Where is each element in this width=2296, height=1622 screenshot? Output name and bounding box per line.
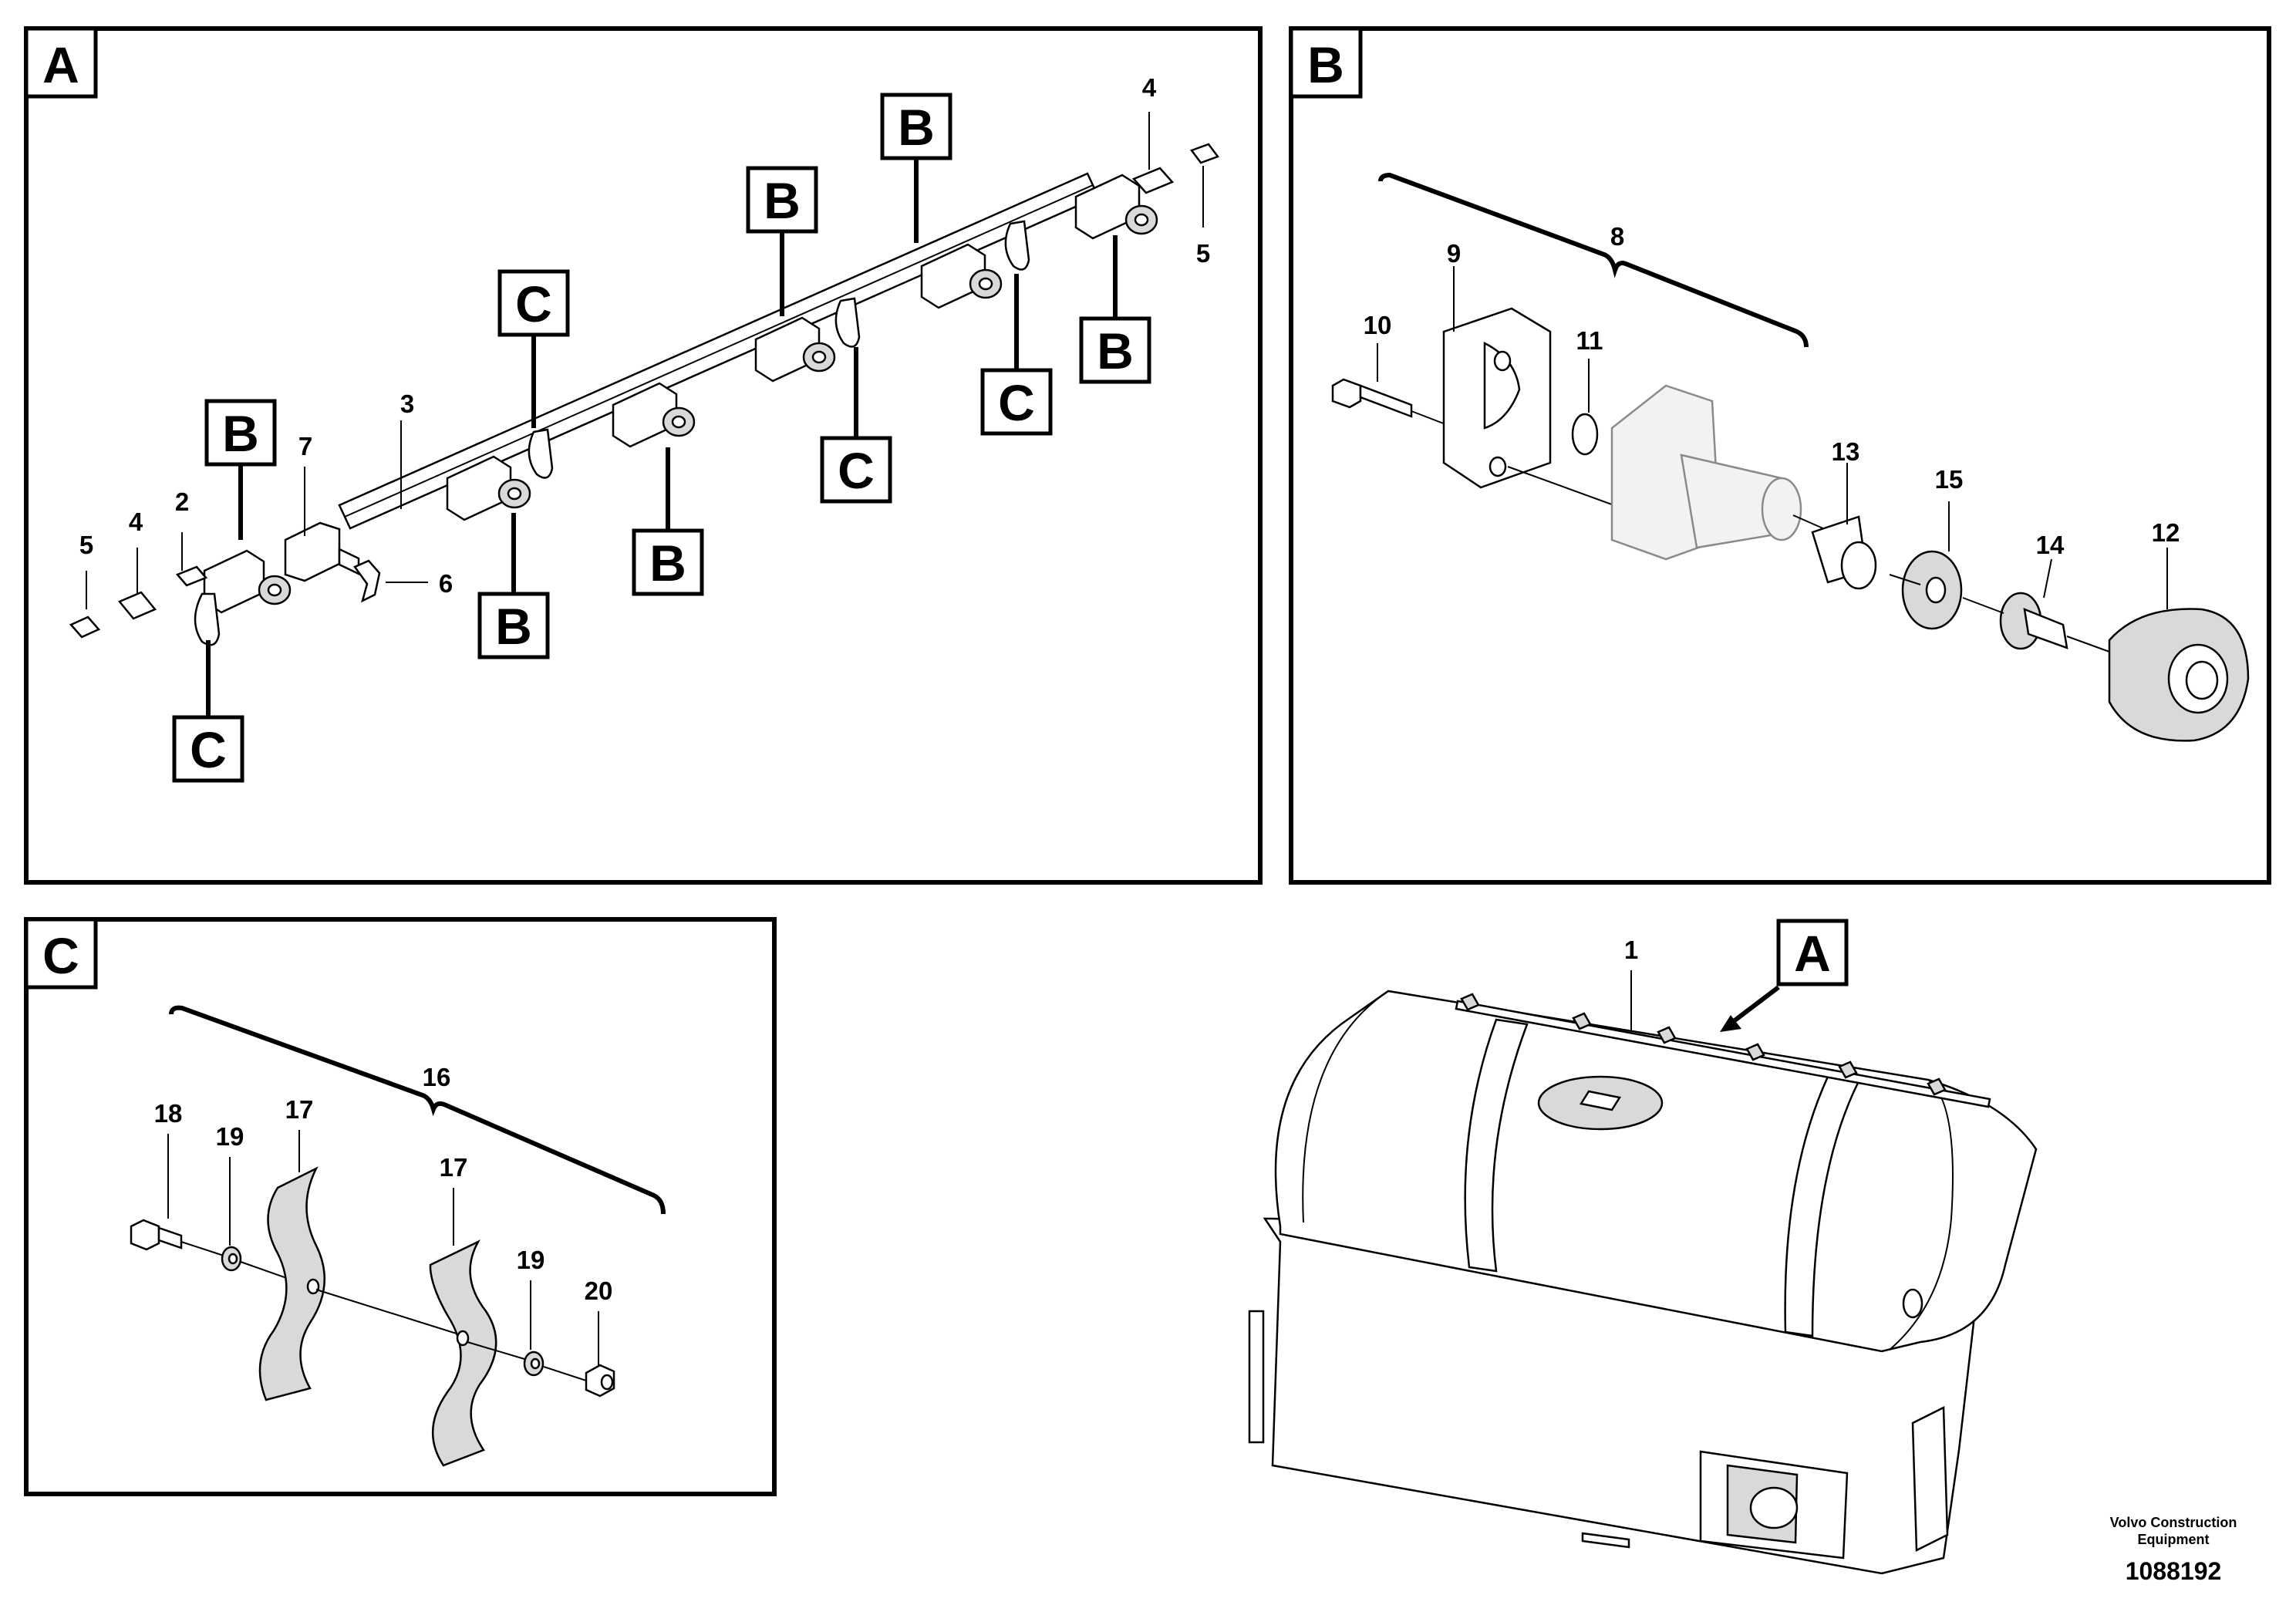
callout-19: 19 (517, 1246, 545, 1274)
publisher-credit: Volvo Construction Equipment (2110, 1515, 2237, 1547)
nozzle-tip (1999, 592, 2068, 650)
bracket-8 (1378, 172, 1809, 348)
ref-tag-b: B (746, 166, 818, 316)
panel-b: B (1289, 26, 2271, 885)
ref-tag-b: B (880, 93, 952, 243)
callout-9: 9 (1447, 239, 1461, 268)
callout-7: 7 (298, 432, 312, 460)
callout-13: 13 (1832, 437, 1860, 466)
panel-a-label: A (42, 36, 79, 93)
ref-tag-c: C (172, 640, 244, 783)
callout-10: 10 (1364, 311, 1392, 339)
callout-5: 5 (1196, 239, 1210, 268)
callout-18: 18 (154, 1099, 183, 1128)
sleeve-right (1131, 167, 1175, 194)
callout-14: 14 (2036, 531, 2065, 559)
ref-tag-c: C (980, 274, 1053, 436)
cap-nut (2108, 608, 2250, 742)
svg-text:C: C (515, 275, 552, 332)
end-cap-left (69, 615, 101, 639)
washer (221, 1246, 242, 1272)
panel-c-label: C (42, 927, 79, 984)
spray-bar-on-machine (1455, 993, 1991, 1108)
o-ring (1571, 413, 1599, 456)
end-cap-right (1189, 143, 1220, 164)
deflector-plate (429, 1239, 497, 1467)
callout-19: 19 (216, 1122, 244, 1151)
ref-tag-b: B (477, 513, 550, 659)
svg-text:B: B (649, 534, 686, 592)
pipe-clamp (834, 297, 861, 348)
machine-overview: 1 A (1248, 919, 2038, 1575)
callout-2: 2 (175, 487, 189, 516)
elbow-fitting (353, 559, 381, 603)
pump-access-opening (1699, 1450, 1849, 1560)
callout-8: 8 (1610, 222, 1624, 251)
ref-tag-c: C (820, 347, 892, 504)
svg-text:C: C (190, 721, 227, 778)
callout-15: 15 (1935, 465, 1964, 494)
nozzle-body-reference (1610, 384, 1802, 561)
svg-text:C: C (998, 374, 1035, 431)
callout-11: 11 (1576, 326, 1603, 355)
nozzle-block (920, 243, 1003, 309)
ref-tag-b: B (632, 447, 704, 596)
nozzle-block (754, 316, 836, 383)
washer (1901, 550, 1963, 630)
nozzle-insert (1811, 515, 1877, 590)
svg-text:Volvo Construction: Volvo Construction (2110, 1515, 2237, 1530)
filler-cap (1537, 1075, 1664, 1131)
pipe-clamp (1004, 220, 1030, 271)
nozzle-block (446, 455, 531, 521)
end-nozzle-block (203, 549, 292, 614)
callout-17: 17 (285, 1095, 314, 1124)
document-number: 1088192 (2126, 1557, 2222, 1585)
nozzle-block (1074, 174, 1158, 240)
svg-text:C: C (838, 442, 875, 499)
svg-text:B: B (222, 405, 259, 462)
clamp-half (1442, 307, 1552, 489)
svg-text:B: B (764, 172, 801, 229)
callout-1: 1 (1624, 936, 1638, 964)
bolt (1331, 378, 1413, 418)
svg-text:B: B (898, 99, 935, 156)
nozzle-block (612, 382, 696, 448)
washer (523, 1351, 544, 1377)
callout-4: 4 (129, 508, 143, 536)
bracket-16 (169, 1005, 666, 1215)
sleeve-left (117, 565, 208, 620)
callout-3: 3 (400, 389, 414, 418)
deflector-plate (258, 1166, 325, 1401)
panel-c: C (24, 917, 777, 1496)
ref-tag-a: A (1720, 919, 1849, 1032)
callout-4: 4 (1142, 73, 1157, 102)
end-clamp (194, 592, 221, 646)
ref-tag-c: C (497, 269, 570, 428)
svg-text:B: B (1097, 322, 1134, 379)
nut (585, 1364, 615, 1398)
svg-text:B: B (495, 598, 532, 655)
callout-16: 16 (423, 1063, 451, 1091)
panel-a: A (24, 26, 1263, 885)
panel-b-label: B (1307, 36, 1344, 93)
callout-12: 12 (2152, 518, 2180, 547)
svg-text:Equipment: Equipment (2138, 1532, 2210, 1547)
ref-tag-b: B (204, 399, 277, 540)
ref-tag-b: B (1079, 235, 1151, 384)
bolt (130, 1219, 183, 1251)
pipe-clamp (528, 428, 554, 479)
callout-20: 20 (585, 1276, 613, 1305)
svg-text:A: A (1794, 925, 1831, 982)
callout-17: 17 (440, 1153, 468, 1182)
callout-6: 6 (439, 569, 453, 598)
callout-5: 5 (79, 531, 93, 559)
tee-fitting (284, 521, 360, 582)
